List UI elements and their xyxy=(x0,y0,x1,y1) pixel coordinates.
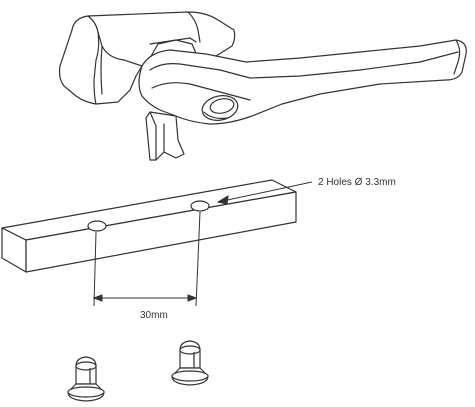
spacing-arrow-left xyxy=(92,294,103,302)
holes-leader-line xyxy=(217,181,313,203)
holes-leader-arrow xyxy=(216,195,229,205)
mounting-hole-right xyxy=(190,200,210,212)
spacing-annotation: 30mm xyxy=(140,310,168,321)
dimension-lines xyxy=(92,181,313,307)
extension-line-left xyxy=(93,231,97,307)
handle-spindle xyxy=(145,111,185,161)
handle-rosette xyxy=(201,95,239,121)
mounting-backplate xyxy=(1,179,297,273)
spacing-arrow-right xyxy=(187,294,198,302)
screw-right xyxy=(171,340,209,386)
handle-lever xyxy=(138,39,467,125)
holes-annotation: 2 Holes Ø 3.3mm xyxy=(318,177,396,188)
screw-left xyxy=(67,356,105,402)
handle-base-block xyxy=(58,11,236,105)
extension-line-right xyxy=(195,211,201,307)
window-handle xyxy=(58,11,467,161)
mounting-hole-left xyxy=(87,220,107,232)
